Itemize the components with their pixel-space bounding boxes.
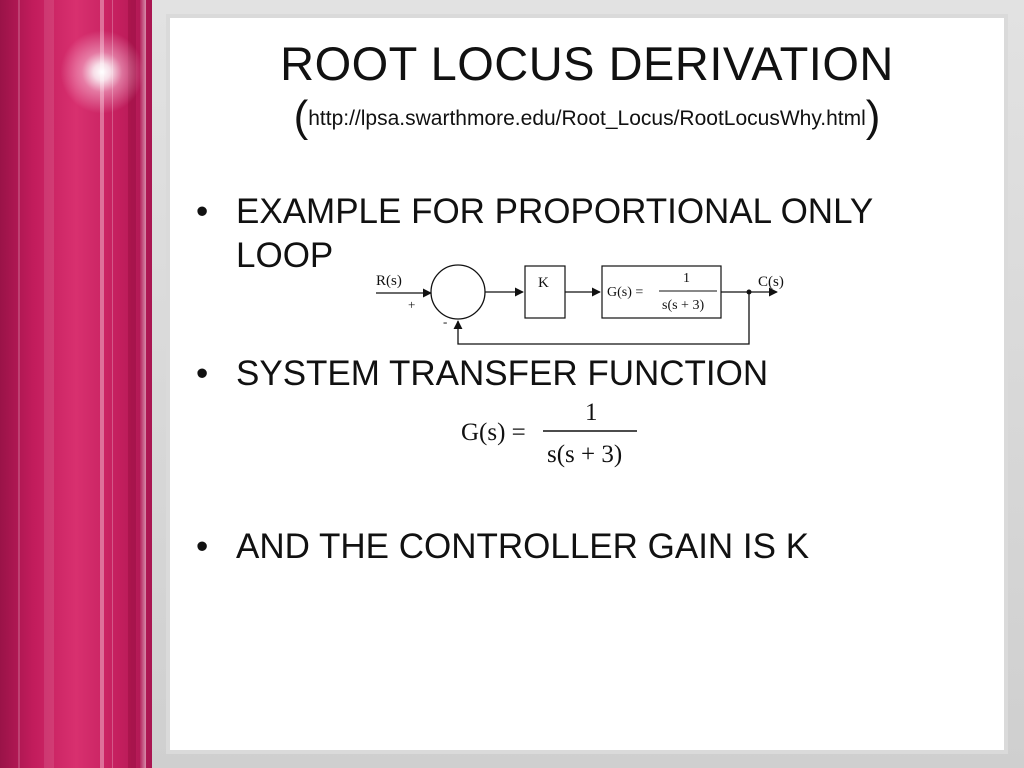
plus-sign: + bbox=[408, 297, 415, 312]
decorative-left-band bbox=[0, 0, 152, 768]
band-stripe bbox=[18, 0, 20, 768]
bullet-dot-icon: • bbox=[196, 354, 209, 393]
plant-denominator: s(s + 3) bbox=[662, 298, 704, 313]
formula-denominator: s(s + 3) bbox=[547, 441, 622, 468]
formula-lhs: G(s) = bbox=[461, 419, 526, 446]
band-stripe bbox=[140, 0, 146, 768]
subtitle-open-paren: ( bbox=[293, 92, 309, 141]
slide-content-area bbox=[166, 14, 1008, 754]
transfer-function-formula: G(s) = 1 s(s + 3) bbox=[461, 399, 637, 468]
block-diagram: R(s) + - K G(s) = 1 s(s + 3) C(s) bbox=[376, 264, 784, 345]
minus-sign: - bbox=[443, 314, 447, 329]
plant-prefix: G(s) = bbox=[607, 285, 643, 300]
subtitle-close-paren: ) bbox=[865, 92, 881, 141]
band-stripe bbox=[44, 0, 54, 768]
bullet-text: EXAMPLE FOR PROPORTIONAL ONLY LOOP bbox=[236, 192, 873, 275]
gain-block bbox=[524, 265, 566, 319]
light-flare-icon bbox=[60, 30, 144, 114]
slide-subtitle: (http://lpsa.swarthmore.edu/Root_Locus/R… bbox=[170, 94, 1004, 142]
title-block: ROOT LOCUS DERIVATION (http://lpsa.swart… bbox=[170, 36, 1004, 142]
band-stripe bbox=[112, 0, 113, 768]
input-label: R(s) bbox=[376, 273, 402, 289]
plant-numerator: 1 bbox=[683, 271, 690, 286]
output-label: C(s) bbox=[758, 274, 784, 290]
formula-numerator: 1 bbox=[585, 399, 598, 426]
feedback-path bbox=[453, 292, 750, 345]
gain-label: K bbox=[538, 275, 549, 291]
source-url-text: http://lpsa.swarthmore.edu/Root_Locus/Ro… bbox=[308, 107, 866, 130]
bullet-dot-icon: • bbox=[196, 527, 209, 566]
band-stripe bbox=[128, 0, 136, 768]
bullet-text: AND THE CONTROLLER GAIN IS K bbox=[236, 527, 810, 566]
bullet-dot-icon: • bbox=[196, 192, 209, 231]
bullet-text: SYSTEM TRANSFER FUNCTION bbox=[236, 354, 769, 393]
summing-junction bbox=[430, 264, 486, 320]
slide-title: ROOT LOCUS DERIVATION bbox=[280, 37, 894, 90]
band-stripe bbox=[100, 0, 104, 768]
